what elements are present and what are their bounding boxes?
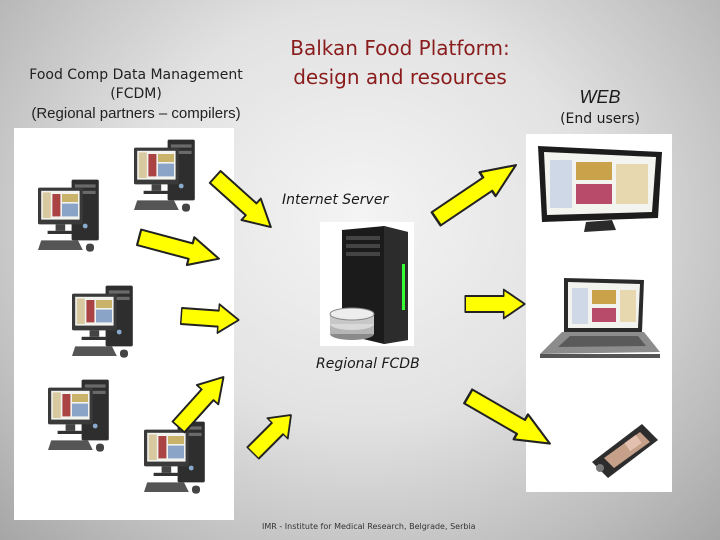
lcd-monitor-icon: [538, 146, 662, 232]
right-header: WEB (End users): [540, 86, 660, 130]
right-header-users: (End users): [560, 111, 640, 127]
workstation-icon: [38, 378, 138, 458]
title-line-1: Balkan Food Platform:: [290, 36, 510, 60]
arrow-to-laptop: [464, 288, 526, 320]
workstation-icon: [124, 138, 224, 218]
internet-server-label: Internet Server: [282, 192, 389, 208]
left-header-line-1: Food Comp Data Management: [29, 67, 243, 83]
arrow-to-server-3: [179, 300, 241, 336]
mobile-phone-icon: [592, 424, 658, 478]
arrow-to-monitor: [426, 151, 527, 233]
database-icon: [329, 307, 375, 340]
left-header: Food Comp Data Management (FCDM) (Region…: [6, 66, 266, 123]
left-header-line-3: (Regional partners – compilers): [31, 105, 241, 122]
right-header-web: WEB: [579, 87, 621, 107]
title-line-2: design and resources: [293, 65, 507, 89]
slide-title: Balkan Food Platform: design and resourc…: [280, 34, 520, 92]
arrow-to-server-5: [241, 403, 303, 465]
workstation-icon: [62, 284, 162, 364]
laptop-icon: [540, 278, 660, 358]
regional-fcdb-label: Regional FCDB: [316, 356, 420, 372]
left-header-line-2: (FCDM): [110, 86, 162, 102]
workstation-icon: [28, 178, 128, 258]
footer-credit: IMR - Institute for Medical Research, Be…: [262, 522, 476, 531]
